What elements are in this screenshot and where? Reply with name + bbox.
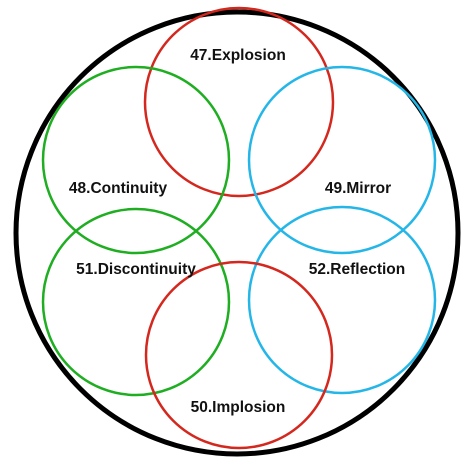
continuity-label: 48.Continuity xyxy=(69,180,168,197)
implosion-circle xyxy=(144,260,334,450)
discontinuity-circle xyxy=(41,207,231,397)
explosion-label: 47.Explosion xyxy=(190,47,286,64)
discontinuity-label: 51.Discontinuity xyxy=(76,261,196,278)
continuity-circle xyxy=(41,65,231,255)
reflection-circle xyxy=(247,205,437,395)
implosion-label: 50.Implosion xyxy=(191,399,286,416)
explosion-circle xyxy=(143,6,335,198)
mirror-circle xyxy=(247,65,437,255)
reflection-label: 52.Reflection xyxy=(309,261,405,278)
outer-ring xyxy=(13,9,461,457)
mirror-label: 49.Mirror xyxy=(325,180,391,197)
